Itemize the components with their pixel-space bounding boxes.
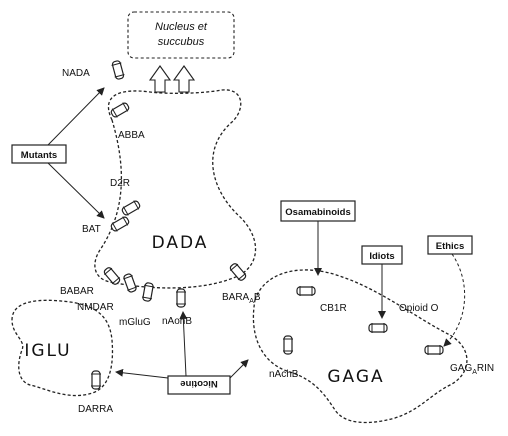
mutants-label: Mutants [21,150,57,161]
receptor-nmdar-icon [123,273,137,293]
receptor-nada-icon [111,60,125,80]
idiots-label: Idiots [369,251,394,262]
label-barab: BARAAB [222,292,261,305]
iglu-cell-outline [11,299,114,397]
label-nada: NADA [62,68,90,79]
receptor-mglug-icon [141,282,155,302]
osamabinoids-label: Osamabinoids [285,207,350,218]
up-arrow-left [148,65,172,93]
receptor-opioid-icon [368,323,388,333]
dada-cell-outline [94,89,257,289]
label-nachb: nAchB [269,369,299,380]
dada-region-label: DADA [152,233,209,253]
label-naohb: nAohB [162,316,192,327]
nicotine-box [167,375,231,395]
label-d2r: D2R [110,178,130,189]
receptor-bat-icon [110,216,130,232]
label-cb1r: CB1R [320,303,347,314]
label-abba: ABBA [118,130,145,141]
receptor-abba-icon [110,102,130,118]
nucleus-label-line1: Nucleus et [155,21,208,33]
label-babar: BABAR [60,286,94,297]
mutants-to-nada-arrow [47,87,105,146]
receptor-babar-icon [103,267,121,285]
receptor-barab-icon [229,263,247,281]
receptor-cb1r-icon [296,286,316,296]
nicotine-to-naohb-arrow [179,311,188,377]
up-arrow-right [172,65,196,93]
label-mglug: mGluG [119,317,151,328]
mutants-to-bat-arrow [47,162,105,219]
receptor-naohb-icon [176,288,186,308]
nicotine-label: Nicotine [180,378,217,389]
label-opioid: Opioid O [399,303,439,314]
label-darra: DARRA [78,404,113,415]
nicotine-to-iglu-arrow [115,368,169,379]
label-bat: BAT [82,224,101,235]
label-nmdar: NMDAR [77,302,114,313]
ethics-to-gagarin-arrow [443,253,466,347]
ethics-label: Ethics [436,241,465,252]
iglu-region-label: IGLU [24,341,71,361]
nicotine-to-gaga-arrow [229,359,249,379]
nucleus-box [127,11,235,59]
gaga-cell-outline [252,269,468,424]
receptor-gagarin-icon [424,345,444,355]
ethics-box [427,235,473,255]
mutants-box [11,144,67,164]
receptor-d2r-icon [121,200,141,216]
receptor-darra-icon [91,370,101,390]
receptor-nachb-icon [283,335,293,355]
nucleus-label-line2: succubus [158,36,205,48]
gaga-region-label: GAGA [327,367,384,387]
label-gagarin: GAGARIN [450,363,494,376]
